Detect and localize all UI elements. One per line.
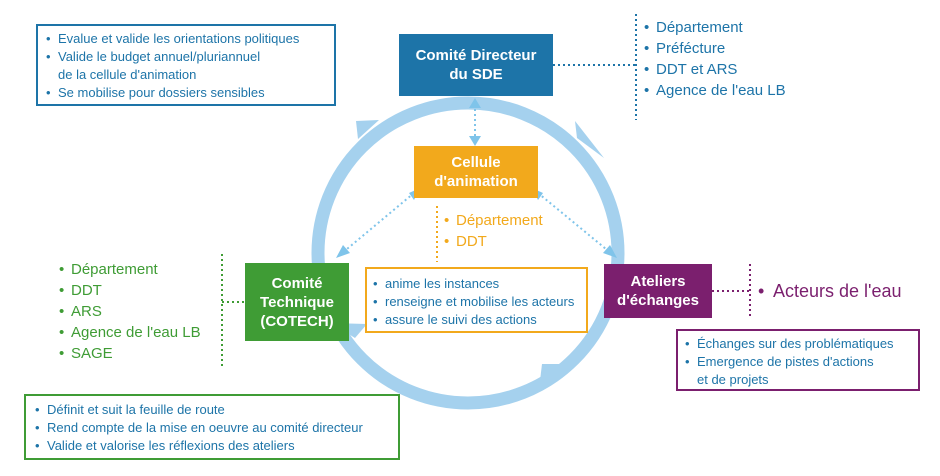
- comite-directeur-roles-box: •Evalue et valide les orientations polit…: [36, 24, 336, 106]
- list-item: •assure le suivi des actions: [373, 312, 537, 327]
- cellule-members: •Département •DDT: [444, 210, 564, 252]
- list-item: •DDT et ARS: [644, 61, 738, 78]
- cellule-animation-title: Cellule d'animation: [434, 154, 518, 190]
- list-item: •Se mobilise pour dossiers sensibles: [46, 85, 265, 100]
- list-item: de la cellule d'animation: [58, 67, 197, 82]
- list-item: •Définit et suit la feuille de route: [35, 402, 225, 417]
- connector-arrowhead-down: [469, 136, 481, 146]
- connector-cellule-ateliers: [537, 192, 613, 255]
- cotech-title: Comité Technique (COTECH): [260, 274, 334, 330]
- list-item: •Agence de l'eau LB: [59, 324, 201, 341]
- ateliers-echanges-title: Ateliers d'échanges: [617, 273, 699, 309]
- list-item: •Département: [644, 19, 743, 36]
- ateliers-roles-box: •Échanges sur des problématiques •Emerge…: [676, 329, 920, 391]
- list-item: et de projets: [697, 372, 769, 387]
- connector-arrowhead-cotech: [336, 245, 350, 258]
- list-item: •DDT: [444, 233, 487, 250]
- ateliers-echanges-node: Ateliers d'échanges: [604, 264, 712, 318]
- connector-arrowhead-up: [469, 98, 481, 108]
- cycle-arrowhead-top-right: [575, 121, 604, 158]
- list-item: •SAGE: [59, 345, 113, 362]
- cellule-animation-node: Cellule d'animation: [414, 146, 538, 198]
- comite-directeur-node: Comité Directeur du SDE: [399, 34, 553, 96]
- list-item: •Échanges sur des problématiques: [685, 336, 894, 351]
- cycle-arrowhead-bottom-right: [539, 364, 560, 389]
- list-item: •anime les instances: [373, 276, 500, 291]
- list-item: •Agence de l'eau LB: [644, 82, 786, 99]
- connector-arrowhead-ateliers: [603, 245, 617, 258]
- list-item: •Valide le budget annuel/pluriannuel: [46, 49, 261, 64]
- list-item: •Emergence de pistes d'actions: [685, 354, 874, 369]
- list-item: •Evalue et valide les orientations polit…: [46, 31, 300, 46]
- cotech-node: Comité Technique (COTECH): [245, 263, 349, 341]
- list-item: •Préfécture: [644, 40, 726, 57]
- ateliers-members: •Acteurs de l'eau: [758, 280, 928, 302]
- cotech-roles-box: •Définit et suit la feuille de route •Re…: [24, 394, 400, 460]
- cellule-roles-box: •anime les instances •renseigne et mobil…: [365, 267, 588, 333]
- list-item: •ARS: [59, 303, 102, 320]
- cycle-arrowhead-top-left: [356, 120, 379, 139]
- list-item: •Rend compte de la mise en oeuvre au com…: [35, 420, 363, 435]
- list-item: •Département: [59, 261, 158, 278]
- list-item: •DDT: [59, 282, 102, 299]
- comite-directeur-members: •Département •Préfécture •DDT et ARS •Ag…: [644, 17, 824, 101]
- list-item: •Département: [444, 212, 543, 229]
- cycle-ring: [311, 96, 625, 410]
- list-item: •Valide et valorise les réflexions des a…: [35, 438, 295, 453]
- cotech-members: •Département •DDT •ARS •Agence de l'eau …: [59, 259, 219, 364]
- comite-directeur-title: Comité Directeur du SDE: [415, 47, 537, 83]
- connector-cellule-cotech: [340, 192, 415, 255]
- list-item: •Acteurs de l'eau: [758, 281, 902, 301]
- list-item: •renseigne et mobilise les acteurs: [373, 294, 575, 309]
